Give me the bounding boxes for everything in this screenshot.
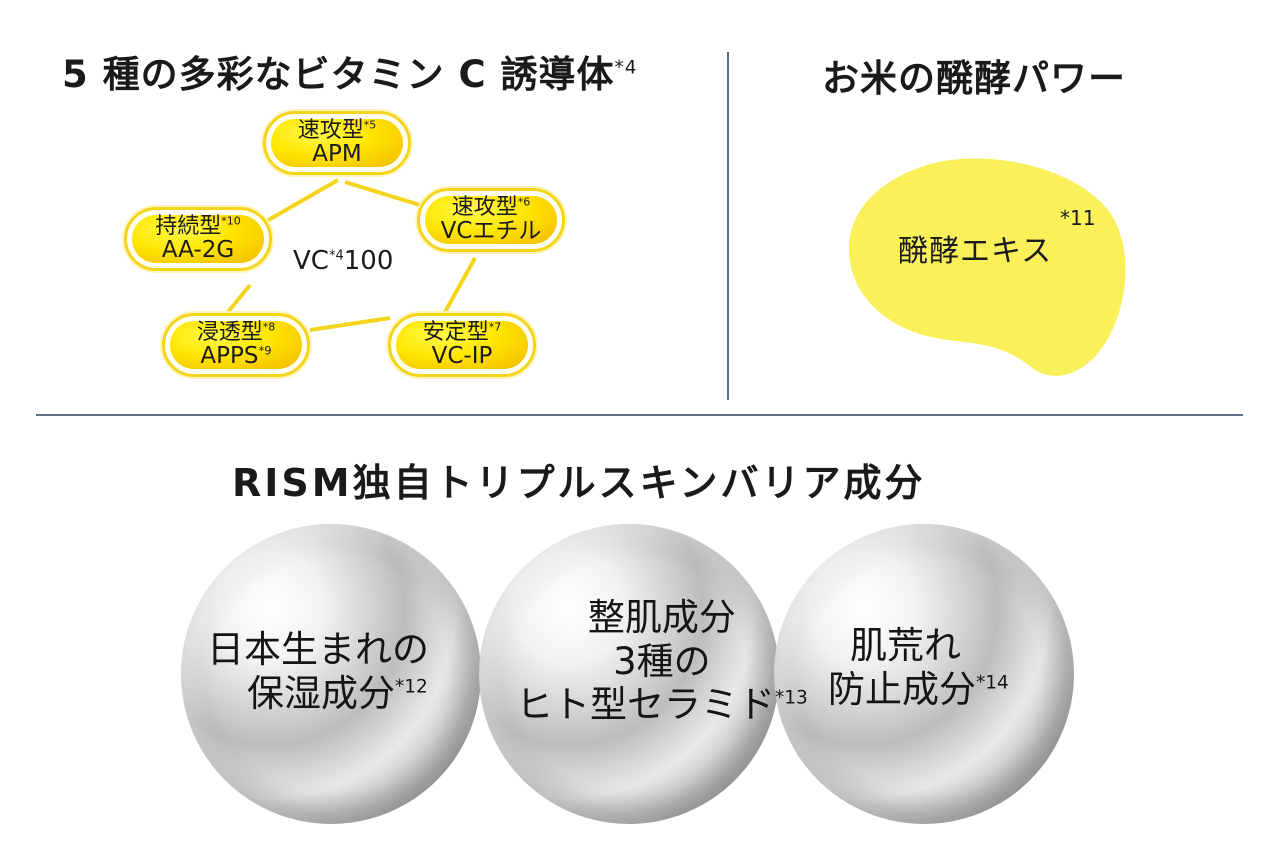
node-type: 速攻型 [451, 195, 518, 221]
connector-aa2g-apps [226, 283, 252, 314]
footnote-marker: *7 [488, 321, 502, 335]
horizontal-divider [36, 414, 1243, 416]
node-name: AA-2G [161, 237, 235, 264]
node-type: 持続型 [155, 214, 222, 240]
footnote-marker: *9 [258, 343, 272, 358]
sphere-text-ceramide: 整肌成分 3種の ヒト型セラミド*13 [516, 596, 808, 727]
vc-node-vcethyl: 速攻型*6 VCエチル [417, 188, 565, 252]
connector-apm-aa2g [264, 178, 339, 224]
node-type: 安定型 [422, 320, 489, 346]
footnote-marker: *5 [363, 119, 377, 133]
footnote-marker: *12 [395, 676, 428, 698]
sphere-anti-roughness [774, 524, 1074, 824]
vc-node-apps: 浸透型*8 APPS*9 [162, 313, 310, 377]
footnote-marker: *14 [976, 672, 1009, 694]
vertical-divider [727, 52, 729, 400]
rism-section-title: RISM独自トリプルスキンバリア成分 [232, 461, 926, 505]
node-name: VCエチル [440, 218, 542, 245]
connector-apm-vcethyl [344, 180, 421, 207]
sphere-text-anti-roughness: 肌荒れ 防止成分*14 [828, 624, 1009, 711]
node-name: VC-IP [431, 343, 493, 370]
vc-node-vcip: 安定型*7 VC-IP [388, 313, 536, 377]
ferment-section-title: お米の醗酵パワー [822, 57, 1126, 100]
ferment-blob [848, 158, 1126, 376]
ferment-label: 醗酵エキス [898, 234, 1053, 269]
footnote-marker: *10 [221, 215, 241, 229]
vc-center-label: VC*4100 [293, 246, 394, 276]
vc-section-title: 5 種の多彩なビタミン C 誘導体*4 [62, 53, 638, 96]
vc-node-aa2g: 持続型*10 AA-2G [124, 207, 272, 271]
sphere-text-moisturizer: 日本生まれの 保湿成分*12 [207, 628, 429, 715]
node-type: 速攻型 [297, 118, 364, 144]
sphere-ceramide [479, 524, 779, 824]
node-name: APPS [200, 343, 259, 370]
footnote-marker: *4 [614, 57, 638, 79]
footnote-marker: *6 [517, 196, 531, 210]
connector-apps-vcip [309, 316, 391, 332]
sphere-moisturizer [181, 524, 481, 824]
footnote-marker: *4 [328, 248, 344, 264]
node-name: APM [312, 141, 362, 168]
vc-node-apm: 速攻型*5 APM [263, 111, 411, 175]
footnote-marker: *8 [262, 321, 276, 335]
connector-vcethyl-vcip [443, 257, 477, 313]
footnote-marker: *11 [1060, 206, 1096, 230]
vc-connector-lines [226, 178, 477, 332]
node-type: 浸透型 [196, 320, 263, 346]
footnote-marker: *13 [775, 687, 808, 709]
